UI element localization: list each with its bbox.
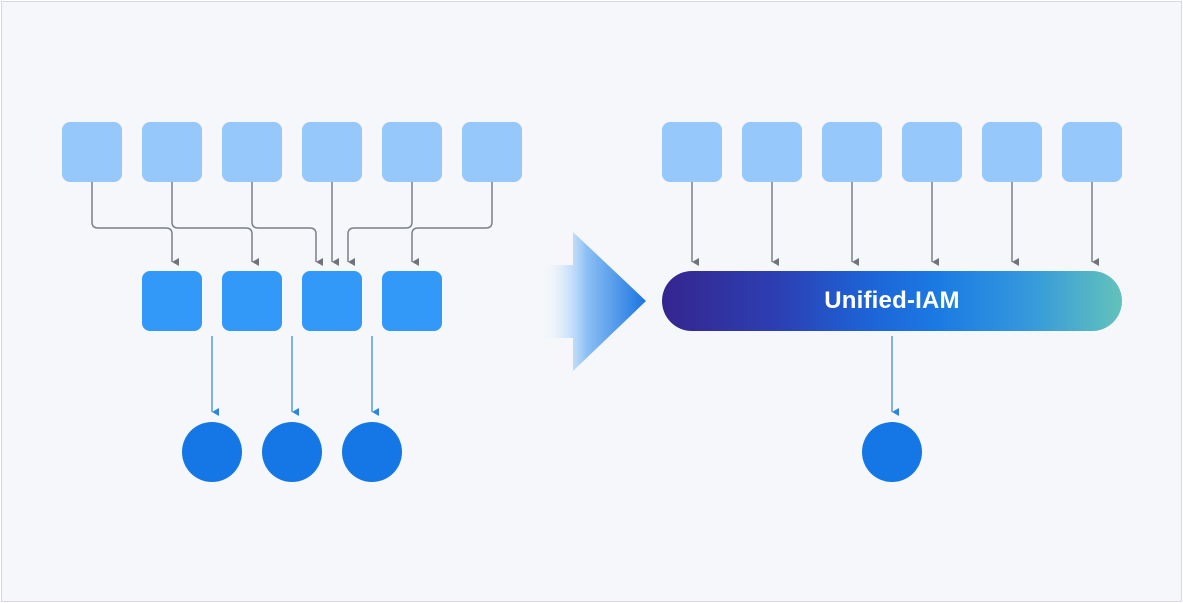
source-box <box>62 122 122 182</box>
source-box <box>662 122 722 182</box>
unified-iam-bar: Unified-IAM <box>662 271 1122 331</box>
gateway-box <box>142 271 202 331</box>
endpoint-circle <box>262 422 322 482</box>
unified-iam-label: Unified-IAM <box>824 287 960 314</box>
endpoint-circle <box>342 422 402 482</box>
transition-arrow <box>538 232 646 371</box>
source-box <box>142 122 202 182</box>
source-box <box>982 122 1042 182</box>
gateway-box <box>222 271 282 331</box>
source-box <box>302 122 362 182</box>
connector-line <box>171 182 259 266</box>
source-box <box>902 122 962 182</box>
source-box <box>222 122 282 182</box>
gateway-box <box>302 271 362 331</box>
source-box <box>382 122 442 182</box>
gateway-box <box>382 271 442 331</box>
source-box <box>1062 122 1122 182</box>
connector-line <box>251 182 323 266</box>
connector-line <box>91 182 179 266</box>
connector-line <box>347 182 413 266</box>
source-box <box>822 122 882 182</box>
endpoint-circle <box>862 422 922 482</box>
source-box <box>742 122 802 182</box>
endpoint-circle <box>182 422 242 482</box>
connector-line <box>411 182 493 266</box>
source-box <box>462 122 522 182</box>
